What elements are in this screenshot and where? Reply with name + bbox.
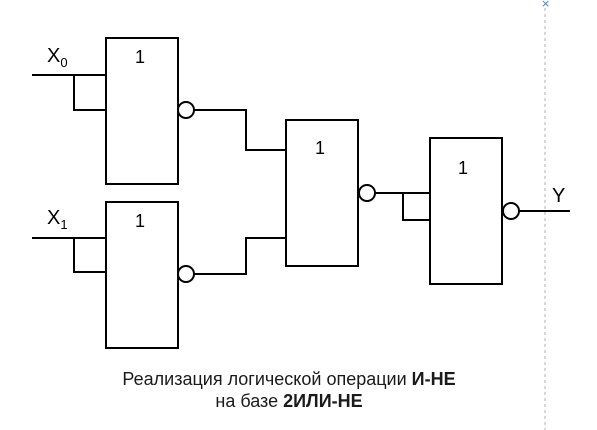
wire-x1-tie	[73, 238, 106, 273]
caption-line-2-bold: 2ИЛИ-НЕ	[283, 391, 363, 411]
guide-marker-icon: ×	[541, 0, 550, 10]
gate-nor-1-symbol: 1	[135, 47, 145, 67]
gate-nor-1-inverter-bubble	[177, 101, 195, 119]
caption-line-1-bold: И-НЕ	[411, 369, 456, 389]
caption-line-2-text: на базе	[215, 391, 284, 411]
gate-nor-4-symbol: 1	[458, 158, 468, 178]
gate-nor-3-symbol: 1	[315, 138, 325, 158]
gate-nor-2-inverter-bubble	[177, 265, 195, 283]
caption-line-1: Реализация логической операции И-НЕ	[0, 368, 578, 390]
wire-gate2-to-gate3	[194, 237, 286, 275]
output-y-label: Y	[552, 185, 565, 207]
gate-nor-2	[105, 201, 179, 349]
gate-nor-1	[105, 37, 179, 185]
diagram-caption: Реализация логической операции И-НЕ на б…	[0, 368, 578, 412]
input-x1-label: X1	[47, 207, 68, 232]
gate-nor-4	[429, 137, 503, 285]
gate-nor-2-symbol: 1	[135, 211, 145, 231]
wire-x0-tie	[73, 75, 106, 111]
caption-line-2: на базе 2ИЛИ-НЕ	[0, 390, 578, 412]
input-x0-label: X0	[47, 45, 68, 70]
wire-gate4-tie	[402, 193, 430, 221]
gate-nor-3-inverter-bubble	[358, 184, 376, 202]
wire-gate1-to-gate3	[194, 109, 286, 151]
gate-nor-4-inverter-bubble	[502, 202, 520, 220]
caption-line-1-text: Реализация логической операции	[122, 369, 412, 389]
